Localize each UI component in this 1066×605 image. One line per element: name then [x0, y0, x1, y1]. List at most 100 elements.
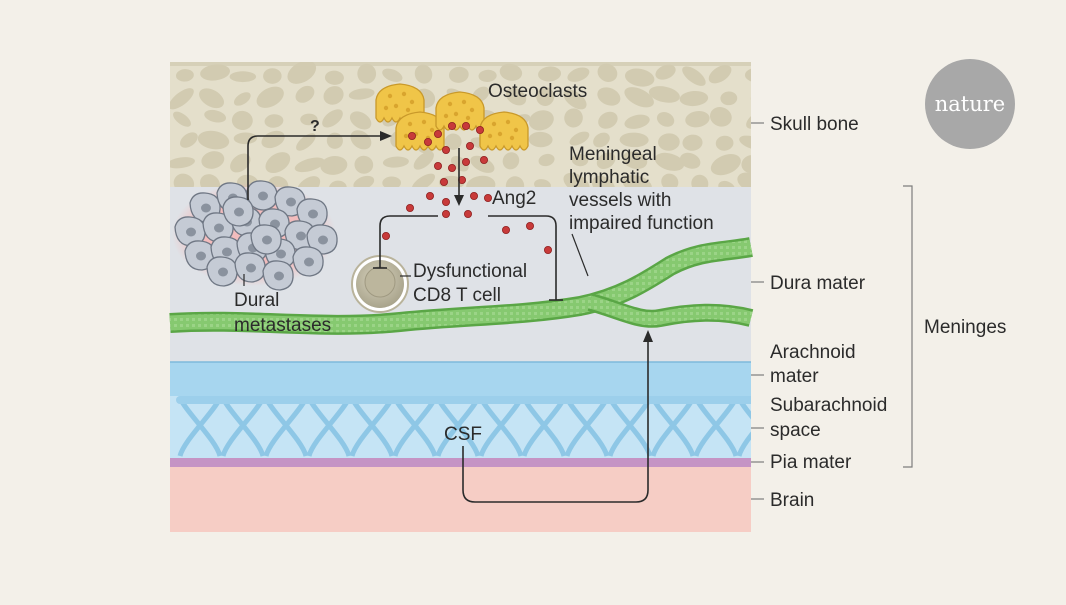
bone-pore — [382, 156, 409, 168]
cell-nucleus — [196, 251, 206, 261]
bone-pore — [200, 64, 231, 81]
bone-pore — [741, 154, 751, 174]
cell-nucleus — [318, 235, 328, 245]
cell-nucleus — [222, 247, 232, 257]
meninges-bracket — [903, 185, 913, 468]
bone-pore — [175, 69, 194, 82]
brain-layer — [170, 467, 751, 532]
arachnoid-mater-layer — [170, 361, 751, 396]
bone-pore — [295, 85, 315, 103]
osteoclast-spot — [447, 101, 453, 107]
bone-pore — [619, 132, 649, 148]
ang2-label: Ang2 — [492, 188, 536, 209]
lymphatic-label-4: impaired function — [569, 213, 714, 234]
ang2-dot — [461, 122, 470, 131]
bone-pore — [564, 108, 583, 128]
bone-pore — [682, 134, 703, 151]
bone-pore — [598, 111, 618, 129]
bone-pore — [322, 109, 343, 128]
osteoclast-spot — [401, 91, 407, 97]
pia-mater-label: Pia mater — [770, 452, 852, 473]
bone-pore — [231, 110, 253, 130]
trabecula-cap — [219, 396, 269, 404]
osteoclast-spot — [453, 111, 459, 117]
ang2-dot — [405, 203, 414, 212]
question-mark: ? — [310, 118, 320, 135]
osteoclast — [395, 111, 445, 151]
bone-pore — [263, 68, 282, 84]
ang2-dot — [469, 191, 478, 200]
trabecula-cap — [262, 396, 312, 404]
ang2-dot — [501, 225, 510, 234]
nature-logo: nature — [925, 59, 1015, 149]
ang2-dot — [423, 137, 432, 146]
bone-pore — [294, 157, 325, 173]
metastases-label-1: Dural — [234, 290, 279, 311]
lymphatic-label-3: vessels with — [569, 190, 671, 211]
ang2-dot — [475, 126, 484, 135]
csf-label: CSF — [444, 424, 482, 445]
ang2-dot — [441, 145, 450, 154]
bone-pore — [710, 107, 732, 127]
osteoclasts — [375, 83, 529, 151]
bone-pore — [229, 71, 257, 83]
bone-pore — [708, 64, 732, 84]
osteoclast-spot — [487, 133, 493, 139]
skull-bone-label: Skull bone — [770, 114, 859, 135]
bone-pore — [323, 86, 344, 105]
bone-pore — [528, 110, 554, 131]
osteoclast-spot — [407, 121, 413, 127]
bone-pore — [597, 87, 621, 106]
meninges-label: Meninges — [924, 317, 1006, 338]
bone-pore — [536, 87, 555, 106]
ang2-dot — [425, 191, 434, 200]
osteoclast-spot — [465, 115, 471, 121]
bone-pore — [197, 130, 230, 150]
tcell-label-2: CD8 T cell — [413, 285, 501, 306]
bone-pore — [199, 88, 225, 109]
osteoclast-spot — [491, 121, 497, 127]
bone-pore — [261, 130, 285, 149]
bone-pore — [300, 113, 318, 126]
bone-pore — [571, 153, 589, 167]
cell-nucleus — [274, 271, 284, 281]
bone-pore — [264, 114, 284, 128]
bone-pore — [173, 111, 191, 127]
ang2-dot — [465, 141, 474, 150]
osteoclast-spot — [461, 99, 467, 105]
bone-pore — [180, 132, 198, 148]
cd8-t-cell — [351, 255, 409, 313]
bone-pore — [478, 69, 497, 83]
bone-pore — [715, 135, 734, 151]
cell-nucleus — [262, 235, 272, 245]
bone-pore — [655, 64, 676, 80]
bone-pore — [233, 132, 258, 145]
bone-pore — [654, 152, 685, 171]
lymphatic-label-2: lymphatic — [569, 167, 649, 188]
bone-pore — [538, 153, 555, 167]
bone-pore — [624, 87, 654, 108]
bone-pore — [720, 91, 738, 106]
trabecula-cap — [348, 396, 398, 404]
osteoclast-spot — [403, 133, 409, 139]
ang2-dot — [441, 209, 450, 218]
trabecula-cap — [649, 396, 699, 404]
metastases-label-2: metastases — [234, 315, 331, 336]
bone-pore — [348, 88, 375, 100]
bone-pore — [256, 86, 284, 108]
cell-nucleus — [276, 249, 286, 259]
trabecula — [736, 431, 751, 457]
osteoclast-spot — [393, 103, 399, 109]
bone-pore — [661, 173, 679, 191]
lymphatic-pointer — [571, 233, 589, 277]
bone-pore — [470, 155, 495, 173]
subarachnoid-label-1: Subarachnoid — [770, 395, 887, 416]
signal-lines — [247, 131, 653, 503]
ang2-dot — [439, 177, 448, 186]
osteoclast-spot — [497, 131, 503, 137]
trabecula-cap — [305, 396, 355, 404]
bone-pore — [685, 110, 710, 128]
ang2-dot — [461, 157, 470, 166]
